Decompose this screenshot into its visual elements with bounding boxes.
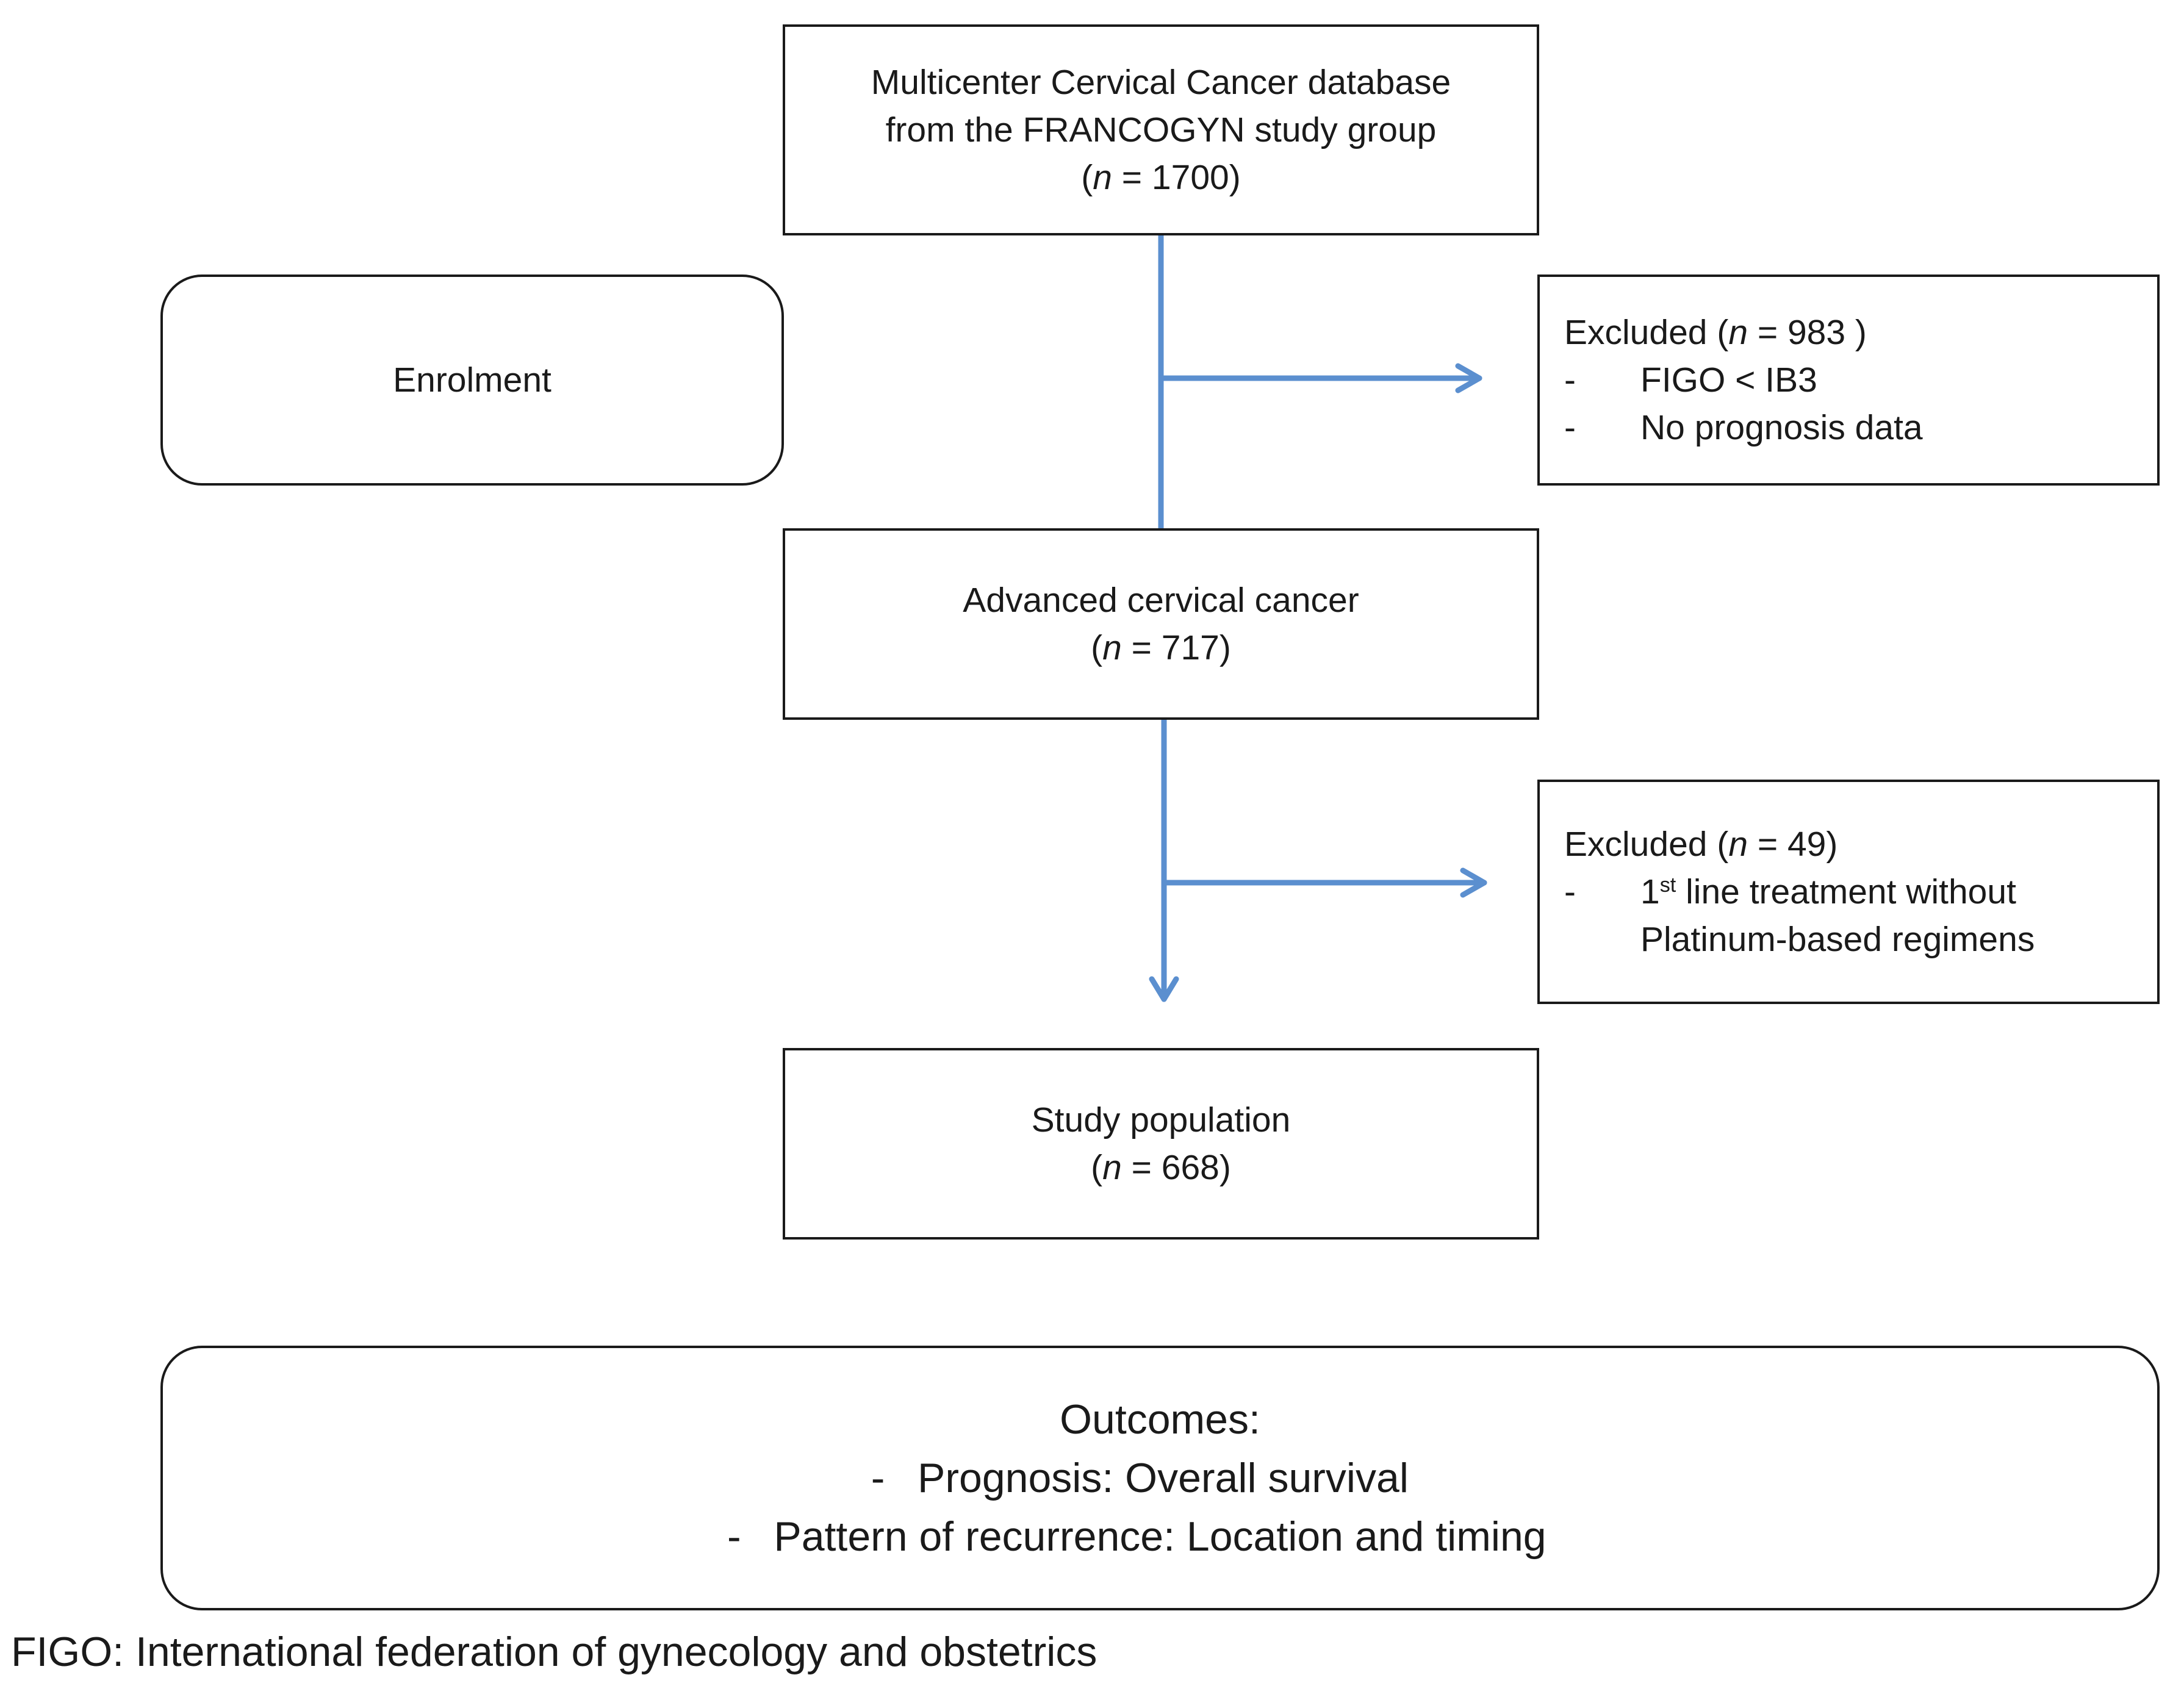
source-line-1: Multicenter Cervical Cancer database [871, 63, 1451, 102]
excluded-box-1: Excluded (n = 983 ) -FIGO < IB3 -No prog… [1537, 274, 2160, 486]
source-line-2: from the FRANCOGYN study group [885, 110, 1437, 149]
excluded-2-header: Excluded (n = 49) [1564, 825, 1838, 864]
study-count: (n = 668) [1091, 1148, 1231, 1187]
main-flow-arrowhead [1149, 976, 1179, 1002]
excluded-2-item-continued: Platinum-based regimens [1640, 920, 2035, 959]
enrolment-label: Enrolment [393, 361, 551, 400]
enrolment-box: Enrolment [160, 274, 784, 486]
excluded-1-header: Excluded (n = 983 ) [1564, 313, 1867, 352]
exclusion-arrowhead-2 [1460, 867, 1487, 898]
study-label: Study population [1031, 1100, 1291, 1139]
outcome-item: -Prognosis: Overall survival [871, 1455, 1409, 1501]
excluded-box-2: Excluded (n = 49) -1st line treatment wi… [1537, 780, 2160, 1004]
excluded-2-item: -1st line treatment without [1564, 872, 2016, 911]
excluded-1-item: -No prognosis data [1564, 408, 1923, 447]
source-database-box: Multicenter Cervical Cancer database fro… [783, 24, 1539, 235]
excluded-1-item: -FIGO < IB3 [1564, 361, 1817, 400]
exclusion-arrowhead-1 [1455, 363, 1482, 393]
advanced-cancer-box: Advanced cervical cancer (n = 717) [783, 528, 1539, 720]
footnote: FIGO: International federation of gyneco… [11, 1629, 1097, 1675]
study-population-box: Study population (n = 668) [783, 1048, 1539, 1240]
outcomes-title: Outcomes: [1060, 1396, 1260, 1443]
advanced-count: (n = 717) [1091, 628, 1231, 667]
outcomes-box: Outcomes: -Prognosis: Overall survival -… [160, 1346, 2160, 1610]
source-count: (n = 1700) [1081, 158, 1241, 197]
outcome-item: -Pattern of recurrence: Location and tim… [727, 1513, 1546, 1560]
advanced-label: Advanced cervical cancer [963, 581, 1359, 620]
